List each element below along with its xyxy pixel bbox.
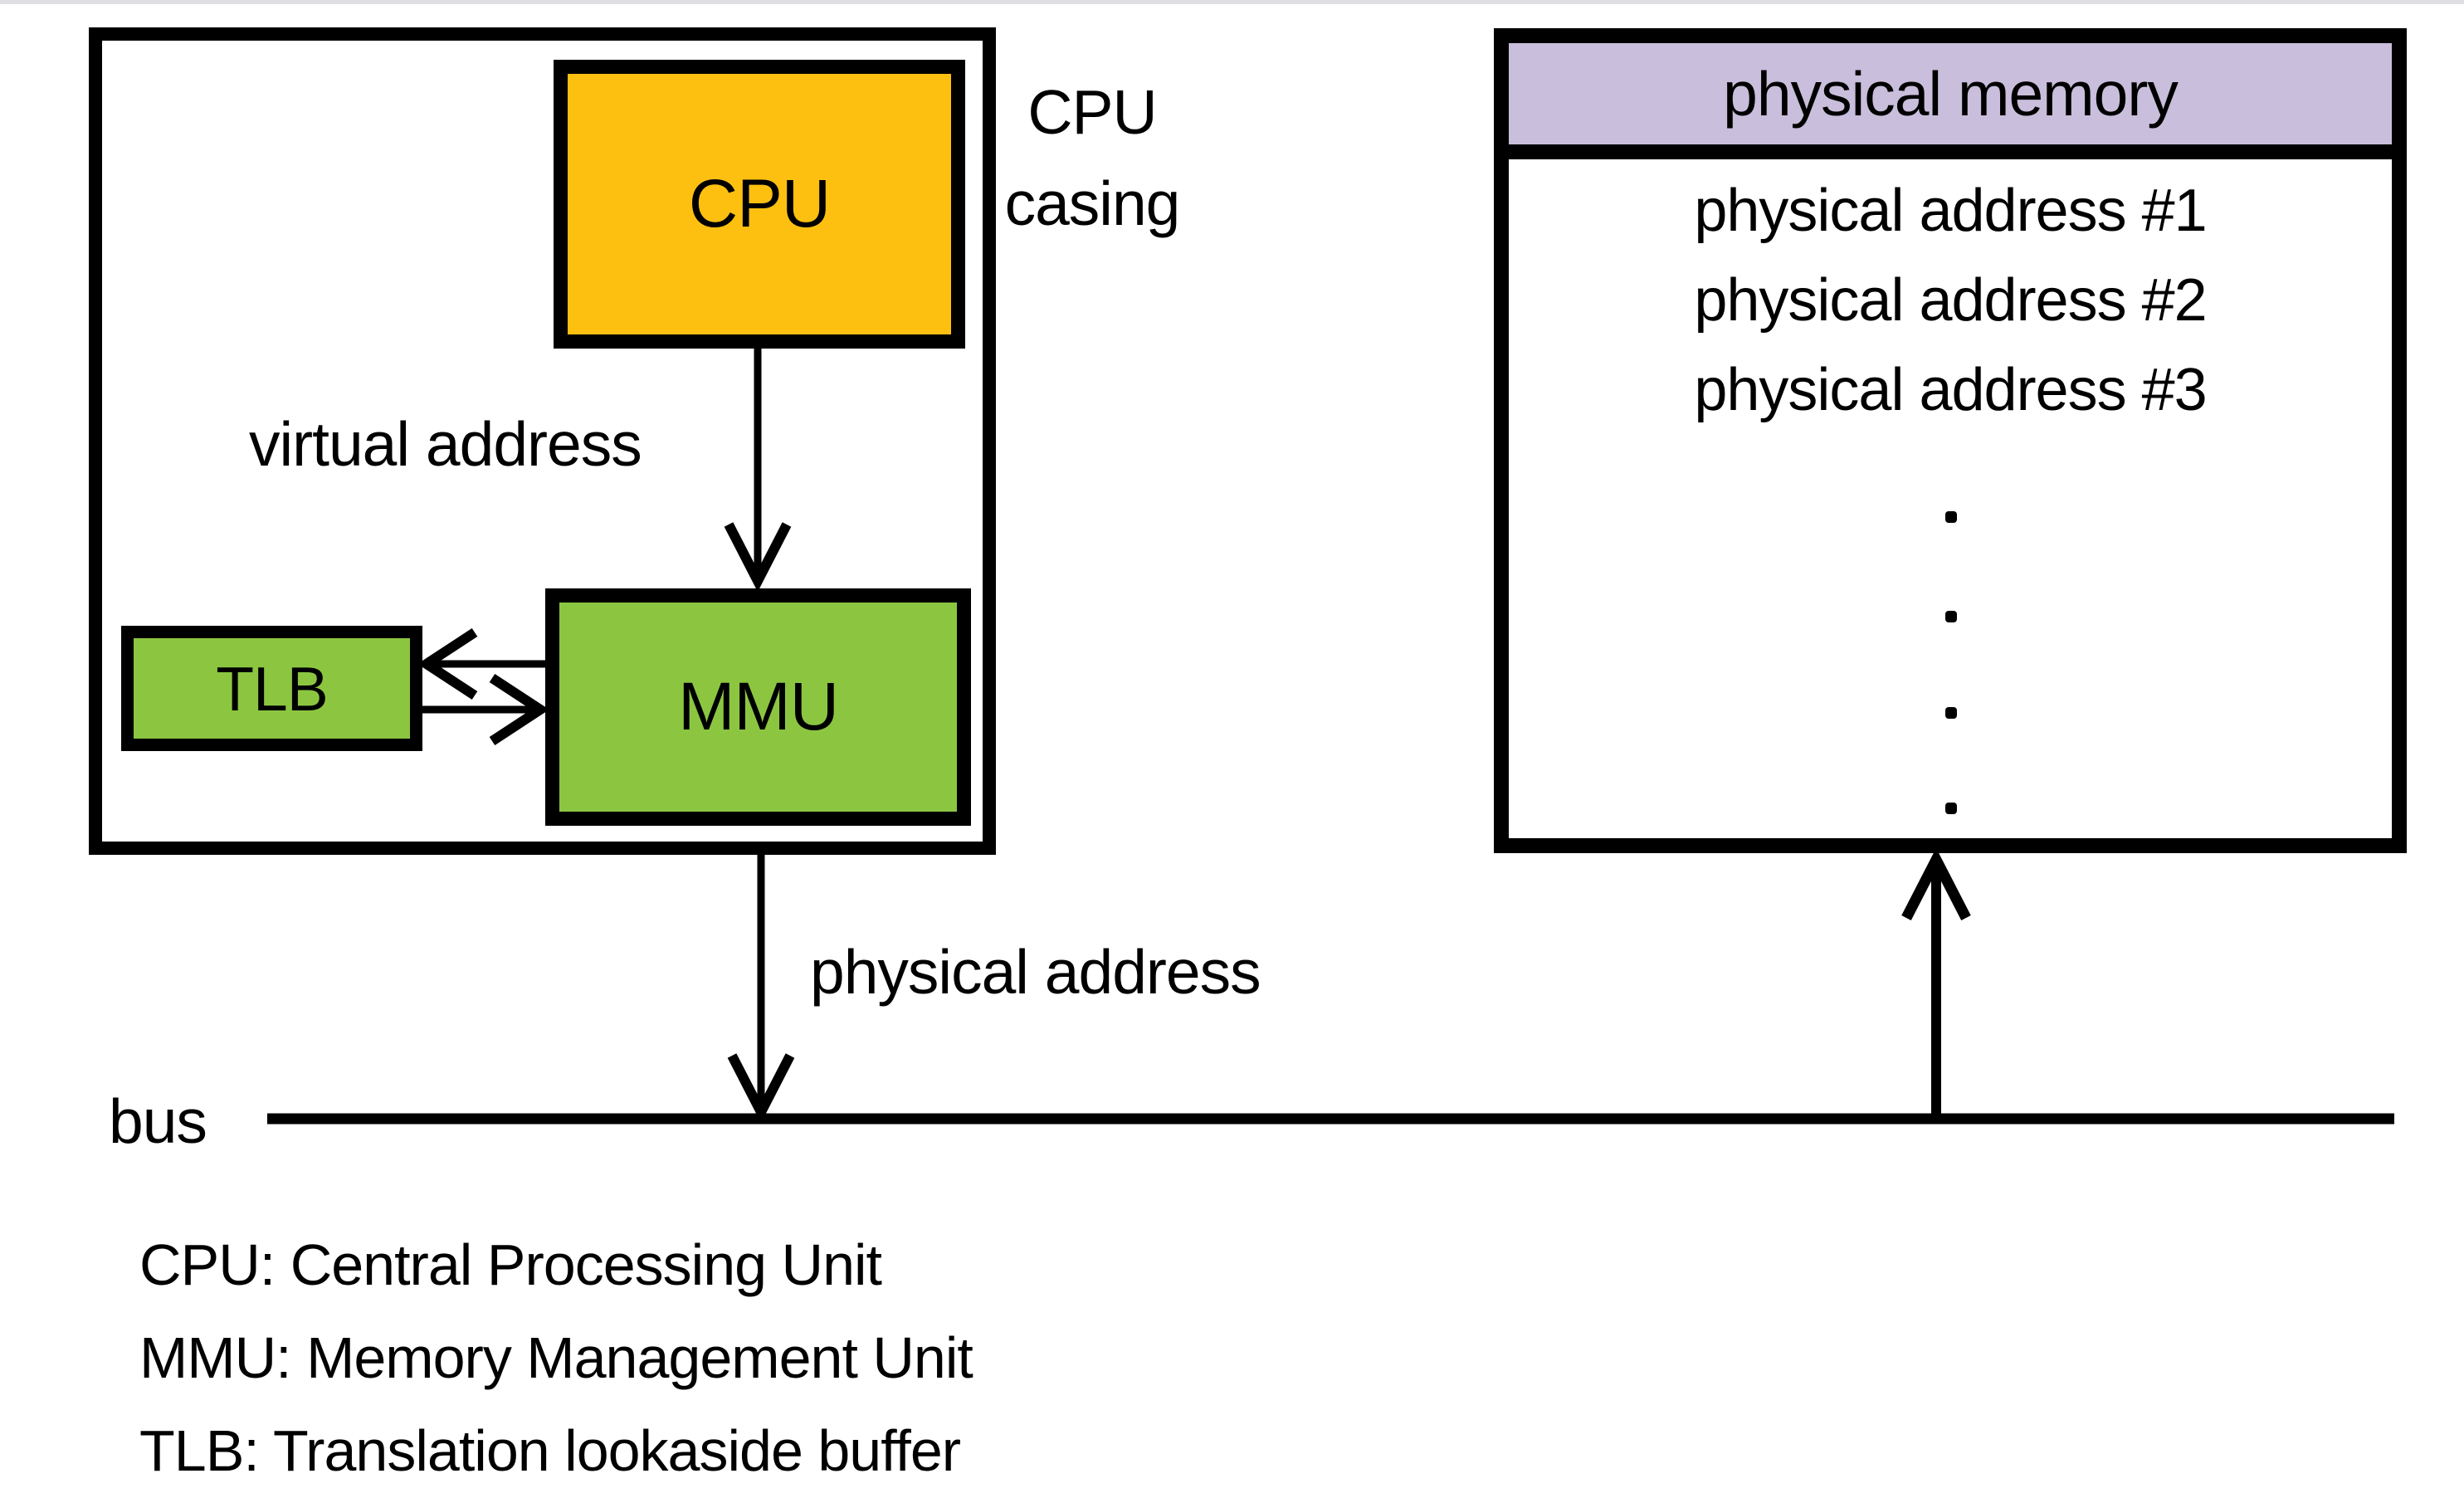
physical-memory-rows: physical address #1 physical address #2 …: [1509, 159, 2392, 435]
cpu-box-label: CPU: [688, 166, 831, 242]
physical-memory-title: physical memory: [1723, 59, 2179, 129]
legend-item-mmu: MMU: Memory Management Unit: [139, 1325, 973, 1390]
cpu-casing-box: [89, 27, 996, 855]
ellipsis-dot: [1945, 803, 1957, 814]
ellipsis-dot: [1945, 511, 1957, 523]
mmu-box-label: MMU: [678, 669, 839, 744]
ellipsis-dot: [1945, 707, 1957, 719]
ellipsis-dot: [1945, 611, 1957, 622]
arrow-casing-to-bus: [727, 855, 795, 1124]
bus-label: bus: [109, 1086, 207, 1156]
top-edge-strip: [0, 0, 2464, 4]
cpu-casing-label: CPU casing: [1004, 77, 1181, 238]
cpu-box: CPU: [554, 60, 965, 349]
physical-memory-header: physical memory: [1509, 43, 2392, 159]
mmu-box: MMU: [545, 588, 971, 826]
memory-row: physical address #1: [1694, 178, 2207, 244]
physical-address-label: physical address: [810, 937, 1261, 1007]
memory-row: physical address #2: [1694, 267, 2207, 334]
tlb-box: TLB: [121, 626, 422, 751]
physical-memory-box: physical memory physical address #1 phys…: [1494, 28, 2407, 853]
memory-row: physical address #3: [1694, 357, 2207, 423]
tlb-box-label: TLB: [216, 653, 329, 724]
legend-item-tlb: TLB: Translation lookaside buffer: [139, 1418, 961, 1483]
virtual-address-label: virtual address: [249, 409, 642, 479]
legend: CPU: Central Processing Unit MMU: Memory…: [139, 1218, 973, 1497]
arrow-bus-to-memory: [1901, 847, 1971, 1119]
legend-item-cpu: CPU: Central Processing Unit: [139, 1232, 882, 1297]
